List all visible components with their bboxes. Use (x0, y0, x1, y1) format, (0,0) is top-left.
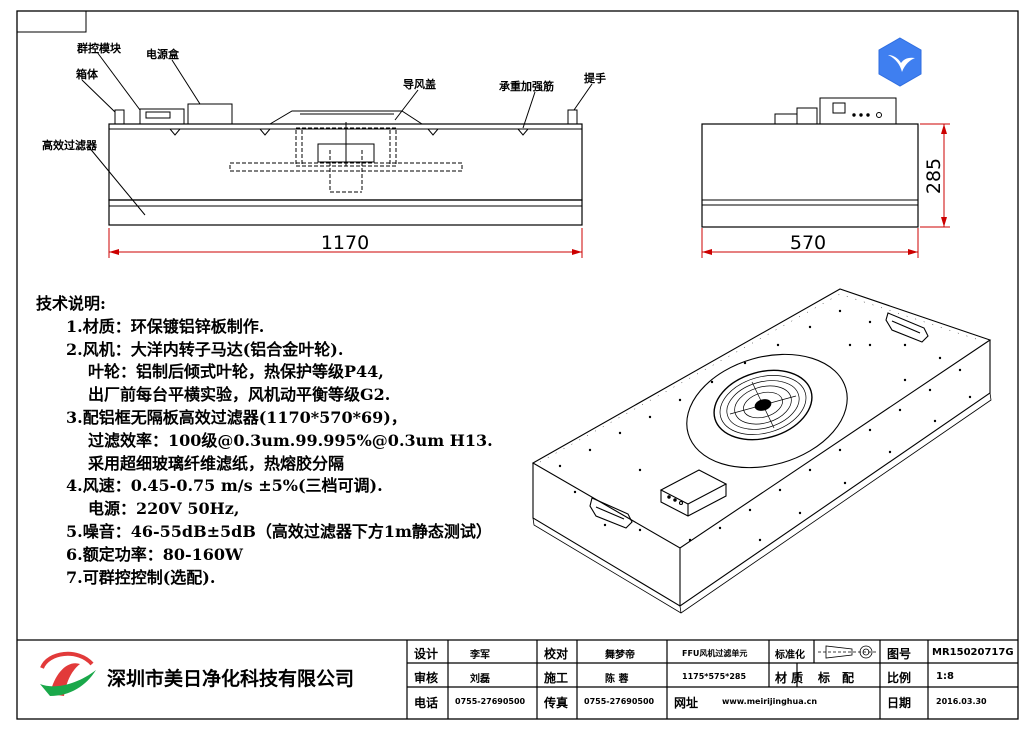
build-name: 陈 蓉 (605, 674, 629, 685)
fax-number: 0755-27690500 (584, 697, 655, 706)
notes-heading: 技术说明: (36, 294, 106, 313)
review-label: 审核 (414, 671, 439, 685)
web-address: www.meirijinghua.cn (722, 697, 818, 706)
note-line: 5.噪音：46-55dB±5dB（高效过滤器下方1m静态测试） (66, 521, 492, 541)
projection-symbol-icon (818, 645, 876, 659)
company-name: 深圳市美日净化科技有限公司 (107, 668, 355, 690)
note-line: 电源：220V 50Hz, (88, 499, 240, 519)
note-line: 采用超细玻璃纤维滤纸，热熔胶分隔 (88, 453, 345, 473)
fax-label: 传真 (544, 696, 569, 710)
title-block-grid (17, 639, 1018, 719)
label-hepa: 高效过滤器 (42, 138, 98, 152)
company-logo-icon (40, 651, 96, 696)
proof-name: 舞梦帝 (605, 650, 635, 661)
std-label: 标准化 (775, 650, 805, 661)
isometric-view (531, 288, 992, 614)
note-line: 出厂前每台平横实验，风机动平衡等级G2. (88, 385, 391, 405)
outer-border (16, 10, 1019, 720)
review-name: 刘磊 (470, 674, 490, 685)
date-label: 日期 (887, 696, 912, 710)
label-cabinet: 箱体 (76, 67, 99, 81)
technical-notes: 技术说明: 1.材质：环保镀铝锌板制作. 2.风机：大洋内转子马达(铝合金叶轮)… (36, 293, 576, 589)
material-value: 标 配 (818, 671, 855, 685)
drawing-no-label: 图号 (887, 647, 912, 661)
front-view (81, 51, 593, 258)
height-dimension: 285 (923, 158, 945, 194)
date-value: 2016.03.30 (936, 697, 987, 706)
build-label: 施工 (544, 671, 569, 685)
width-dimension: 1170 (321, 232, 369, 254)
label-air-guide: 导风盖 (403, 77, 436, 91)
product-size: 1175*575*285 (682, 672, 747, 681)
design-label: 设计 (414, 647, 439, 661)
note-line: 7.可群控控制(选配). (66, 567, 216, 587)
depth-dimension: 570 (790, 232, 826, 254)
note-line: 2.风机：大洋内转子马达(铝合金叶轮). (66, 339, 344, 359)
note-line: 1.材质：环保镀铝锌板制作. (66, 316, 265, 336)
product-name: FFU风机过滤单元 (682, 649, 748, 658)
scale-label: 比例 (887, 671, 912, 685)
label-group-control: 群控模块 (76, 41, 122, 55)
material-label: 材 质 (775, 671, 804, 685)
label-power-box: 电源盒 (146, 47, 180, 61)
bird-badge-icon (878, 37, 922, 87)
note-line: 过滤效率：100级@0.3um.99.995%@0.3um H13. (88, 430, 493, 450)
note-line: 叶轮：铝制后倾式叶轮，热保护等级P44, (88, 362, 384, 382)
label-handle: 提手 (584, 71, 606, 85)
phone-label: 电话 (414, 696, 439, 710)
scale-value: 1:8 (936, 671, 954, 682)
proof-label: 校对 (544, 647, 569, 661)
phone-number: 0755-27690500 (455, 697, 526, 706)
note-line: 3.配铝框无隔板高效过滤器(1170*570*69)， (66, 407, 407, 427)
note-line: 6.额定功率：80-160W (66, 544, 243, 564)
design-name: 李军 (470, 650, 490, 661)
web-label: 网址 (674, 696, 699, 710)
corner-box (16, 10, 87, 33)
isometric-dots (558, 309, 972, 542)
drawing-no: MR15020717G (932, 647, 1014, 658)
side-view (701, 97, 950, 258)
note-line: 4.风速：0.45-0.75 m/s ±5%(三档可调). (66, 476, 383, 496)
label-rib: 承重加强筋 (499, 79, 554, 93)
